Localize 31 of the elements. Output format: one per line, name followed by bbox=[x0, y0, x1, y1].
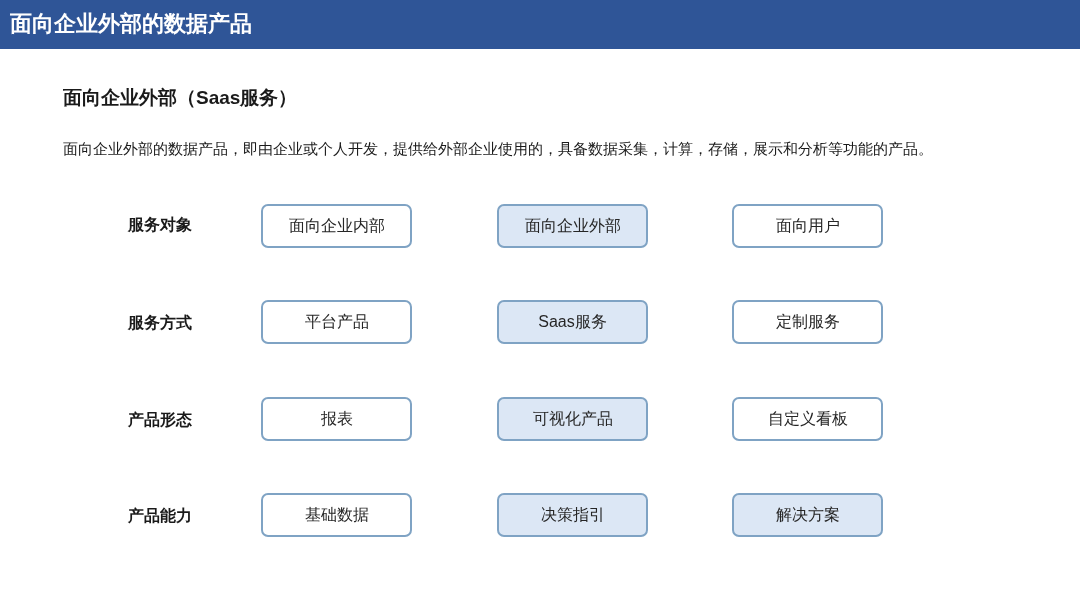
page-title: 面向企业外部的数据产品 bbox=[10, 10, 252, 38]
option-box bbox=[261, 397, 412, 441]
option-text: 报表 bbox=[320, 409, 353, 429]
row-label: 服务对象 bbox=[128, 215, 192, 235]
highlighted-option-box bbox=[732, 493, 883, 537]
option-text: 基础数据 bbox=[304, 505, 369, 525]
option-text: 决策指引 bbox=[540, 505, 605, 525]
highlighted-option-box bbox=[497, 493, 648, 537]
option-text: 面向企业外部 bbox=[524, 216, 621, 236]
option-box bbox=[732, 397, 883, 441]
option-text: 面向用户 bbox=[775, 216, 840, 236]
option-text: 定制服务 bbox=[775, 312, 840, 332]
option-box bbox=[261, 204, 412, 248]
highlighted-option-box bbox=[497, 397, 648, 441]
row-label: 产品能力 bbox=[128, 506, 192, 526]
section-heading: 面向企业外部（Saas服务） bbox=[63, 87, 298, 109]
option-box bbox=[261, 300, 412, 344]
option-box bbox=[732, 204, 883, 248]
option-box bbox=[261, 493, 412, 537]
option-text: 面向企业内部 bbox=[288, 216, 385, 236]
option-text: Saas服务 bbox=[538, 312, 607, 332]
row-label: 产品形态 bbox=[128, 410, 192, 430]
option-text: 解决方案 bbox=[775, 505, 840, 525]
highlighted-option-box bbox=[497, 204, 648, 248]
option-box bbox=[732, 300, 883, 344]
option-text: 可视化产品 bbox=[532, 409, 613, 429]
option-text: 自定义看板 bbox=[767, 409, 848, 429]
description-text: 面向企业外部的数据产品，即由企业或个人开发，提供给外部企业使用的，具备数据采集，计算，存储，展示和分析等功能的产品。 bbox=[63, 139, 933, 159]
highlighted-option-box bbox=[497, 300, 648, 344]
option-text: 平台产品 bbox=[304, 312, 369, 332]
row-label: 服务方式 bbox=[128, 313, 192, 333]
